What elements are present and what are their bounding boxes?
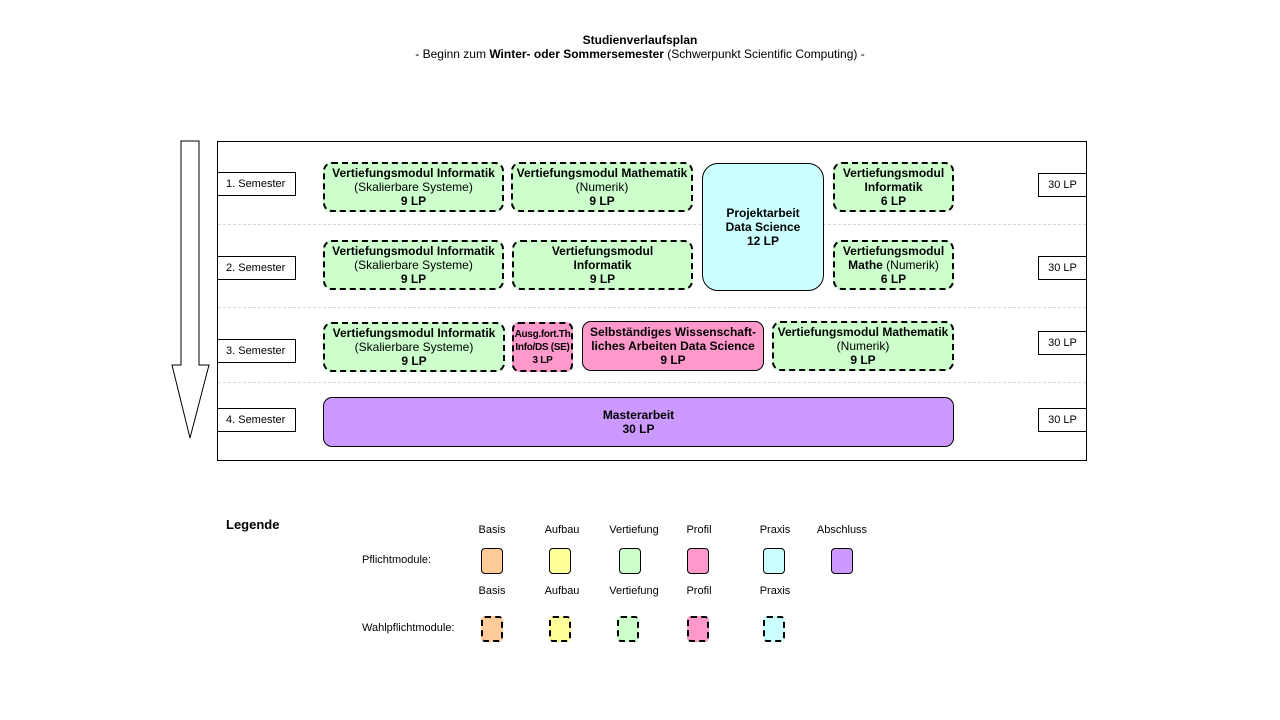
module-credits: 9 LP	[589, 272, 616, 286]
module-name: Vertiefungsmodul Informatik	[332, 244, 495, 258]
semester-credits: 30 LP	[1038, 331, 1087, 355]
legend-swatch-basis-pflicht	[481, 548, 503, 574]
legend-caption: Profil	[686, 585, 712, 597]
module-subtitle: (Skalierbare Systeme)	[354, 258, 473, 272]
module-credits: 3 LP	[532, 354, 553, 366]
semester-label: 1. Semester	[217, 172, 296, 196]
module-credits: 12 LP	[746, 234, 779, 248]
legend-swatch-vertiefung-wahl	[617, 616, 639, 642]
module-subtitle: (Skalierbare Systeme)	[354, 340, 474, 354]
module-name: Data Science	[725, 220, 801, 234]
module-subtitle: (Numerik)	[575, 180, 629, 194]
legend-heading: Legende	[226, 517, 280, 532]
module-credits: 9 LP	[400, 272, 427, 286]
legend-swatch-abschluss-pflicht	[831, 548, 853, 574]
module-name: Vertiefungsmodul Mathematik	[516, 166, 688, 180]
module-vertiefung-informatik: Vertiefungsmodul Informatik 6 LP	[833, 162, 954, 212]
legend-swatch-praxis-pflicht	[763, 548, 785, 574]
module-name: Vertiefungsmodul	[842, 244, 945, 258]
module-subtitle: (Numerik)	[886, 258, 939, 272]
module-credits: 6 LP	[880, 272, 907, 286]
module-name: Vertiefungsmodul Informatik	[332, 166, 495, 180]
legend-swatch-profil-pflicht	[687, 548, 709, 574]
semester-label: 2. Semester	[217, 256, 296, 280]
module-credits: 9 LP	[850, 353, 876, 367]
semester-label: 4. Semester	[217, 408, 296, 432]
module-name: Ausg.fort.Th	[514, 328, 571, 340]
module-vertiefung-informatik: Vertiefungsmodul Informatik (Skalierbare…	[323, 162, 504, 212]
page-subtitle: - Beginn zum Winter- oder Sommersemester…	[0, 47, 1280, 61]
legend-caption: Aufbau	[544, 524, 580, 536]
semester-credits: 30 LP	[1038, 173, 1087, 197]
module-subtitle: (Numerik)	[836, 339, 890, 353]
module-name: Informatik	[864, 180, 923, 194]
legend-caption: Vertiefung	[609, 524, 659, 536]
semester-divider	[218, 382, 1086, 383]
module-credits: 9 LP	[660, 353, 686, 367]
subtitle-suffix: (Schwerpunkt Scientific Computing) -	[663, 47, 865, 61]
semester-credits: 30 LP	[1038, 256, 1087, 280]
module-masterarbeit: Masterarbeit 30 LP	[323, 397, 954, 447]
page-title: Studienverlaufsplan	[582, 33, 698, 47]
legend-swatch-aufbau-wahl	[549, 616, 571, 642]
module-vertiefung-informatik: Vertiefungsmodul Informatik (Skalierbare…	[323, 240, 504, 290]
legend-caption: Basis	[478, 585, 506, 597]
module-credits: 9 LP	[400, 194, 427, 208]
legend-swatch-profil-wahl	[687, 616, 709, 642]
legend-caption: Praxis	[759, 585, 791, 597]
legend-caption: Vertiefung	[609, 585, 659, 597]
module-credits: 6 LP	[880, 194, 907, 208]
module-name: Vertiefungsmodul	[842, 166, 945, 180]
legend-caption: Abschluss	[816, 524, 868, 536]
legend-swatch-basis-wahl	[481, 616, 503, 642]
module-vertiefung-informatik: Vertiefungsmodul Informatik (Skalierbare…	[323, 322, 505, 372]
legend-swatch-praxis-wahl	[763, 616, 785, 642]
module-ausgewaehlte-themen: Ausg.fort.Th Info/DS (SE) 3 LP	[512, 322, 573, 372]
plan-frame	[217, 141, 1087, 461]
module-selbststaendiges-arbeiten: Selbständiges Wissenschaft- liches Arbei…	[582, 321, 764, 371]
module-vertiefung-mathe: Vertiefungsmodul Mathe (Numerik) 6 LP	[833, 240, 954, 290]
semester-credits: 30 LP	[1038, 408, 1087, 432]
semester-label: 3. Semester	[217, 339, 296, 363]
module-vertiefung-mathematik: Vertiefungsmodul Mathematik (Numerik) 9 …	[511, 162, 693, 212]
legend-caption: Praxis	[759, 524, 791, 536]
module-name: Vertiefungsmodul Informatik	[332, 326, 496, 340]
module-name: Informatik	[573, 258, 632, 272]
semester-divider	[218, 307, 1086, 308]
legend-caption: Aufbau	[544, 585, 580, 597]
module-name: liches Arbeiten Data Science	[591, 339, 755, 353]
semester-divider	[218, 224, 1086, 225]
legend-wahlpflicht-label: Wahlpflichtmodule:	[362, 622, 455, 634]
module-vertiefung-mathematik: Vertiefungsmodul Mathematik (Numerik) 9 …	[772, 321, 954, 371]
module-name: Masterarbeit	[602, 408, 675, 422]
module-vertiefung-informatik: Vertiefungsmodul Informatik 9 LP	[512, 240, 693, 290]
subtitle-emphasis: Winter- oder Sommersemester	[489, 47, 664, 61]
legend-swatch-aufbau-pflicht	[549, 548, 571, 574]
module-name: Mathe	[848, 258, 883, 272]
module-credits: 9 LP	[589, 194, 615, 208]
module-credits: 30 LP	[622, 422, 655, 436]
subtitle-prefix: - Beginn zum	[415, 47, 490, 61]
module-credits: 9 LP	[401, 354, 427, 368]
module-subtitle: (Skalierbare Systeme)	[354, 180, 473, 194]
legend-caption: Basis	[478, 524, 506, 536]
module-name: Selbständiges Wissenschaft-	[590, 325, 756, 339]
module-projektarbeit: Projektarbeit Data Science 12 LP	[702, 163, 824, 291]
module-name: Info/DS (SE)	[515, 341, 570, 353]
module-name: Projektarbeit	[726, 206, 800, 220]
module-name: Vertiefungsmodul Mathematik	[777, 325, 949, 339]
legend-caption: Profil	[686, 524, 712, 536]
module-name: Vertiefungsmodul	[551, 244, 654, 258]
down-arrow-icon	[171, 140, 210, 439]
legend-swatch-vertiefung-pflicht	[619, 548, 641, 574]
legend-pflicht-label: Pflichtmodule:	[362, 554, 432, 566]
